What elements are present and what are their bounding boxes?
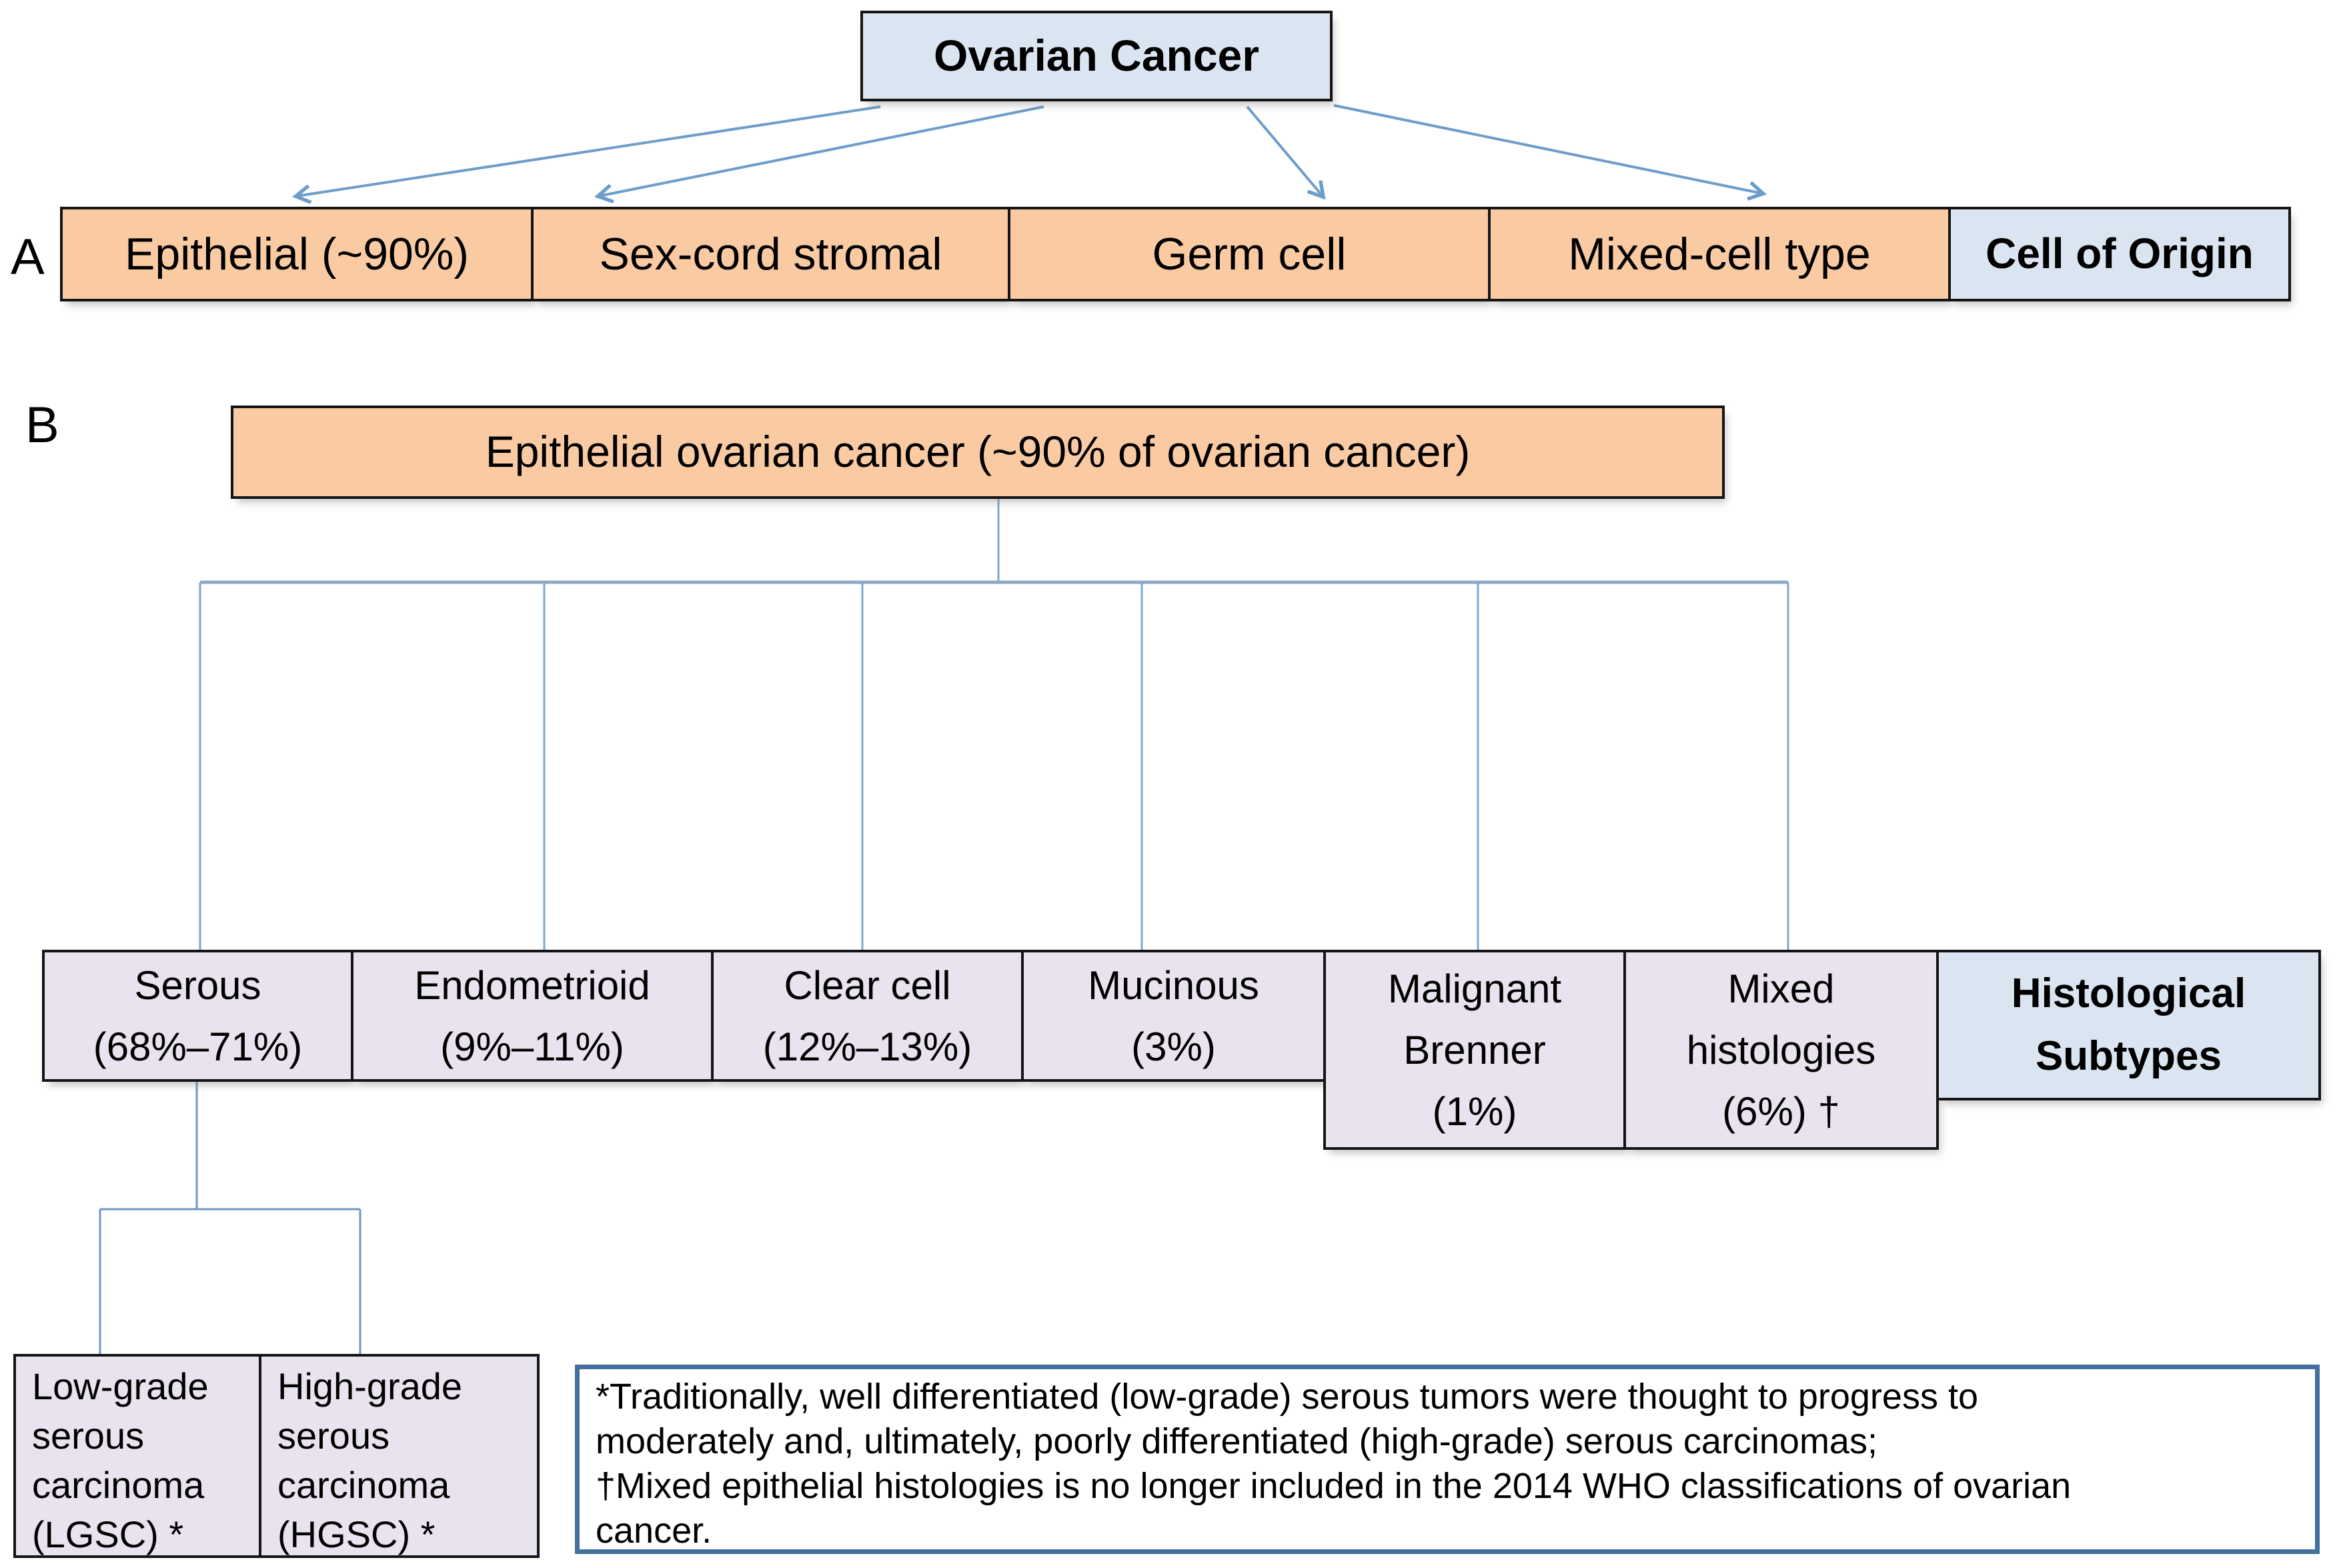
panel-b-label: B [25, 397, 59, 454]
histological-subtypes-caption-box: Histological Subtypes [1936, 950, 2321, 1100]
subtype-mucinous: Mucinous (3%) [1021, 950, 1326, 1082]
subtype-endometrioid: Endometrioid (9%–11%) [351, 950, 714, 1082]
cell-epithelial: Epithelial (~90%) [60, 207, 534, 301]
subtype-malignant-brenner: Malignant Brenner (1%) [1323, 950, 1626, 1150]
subtype-clear-cell: Clear cell (12%–13%) [711, 950, 1024, 1082]
arrow-to-mixed-cell [1333, 104, 1767, 201]
lgsc-box: Low-grade serous carcinoma (LGSC) * [13, 1354, 261, 1558]
footnote-box: *Traditionally, well differentiated (low… [575, 1365, 2320, 1554]
cell-of-origin-caption-box: Cell of Origin [1948, 207, 2291, 301]
subtype-mixed-histologies: Mixed histologies (6%) † [1623, 950, 1939, 1150]
ovarian-cancer-root-box: Ovarian Cancer [860, 11, 1333, 101]
epithelial-ovarian-cancer-root-box: Epithelial ovarian cancer (~90% of ovari… [231, 406, 1725, 499]
arrow-to-epithelial [291, 105, 881, 204]
arrow-to-germ-cell [1246, 105, 1326, 200]
cell-germ-cell: Germ cell [1008, 207, 1491, 301]
arrow-to-sex-cord [594, 105, 1044, 204]
cell-mixed-cell-type: Mixed-cell type [1488, 207, 1951, 301]
cell-sex-cord-stromal: Sex-cord stromal [531, 207, 1010, 301]
subtype-serous: Serous (68%–71%) [42, 950, 353, 1082]
hgsc-box: High-grade serous carcinoma (HGSC) * [259, 1354, 540, 1558]
panel-a-label: A [11, 229, 45, 285]
